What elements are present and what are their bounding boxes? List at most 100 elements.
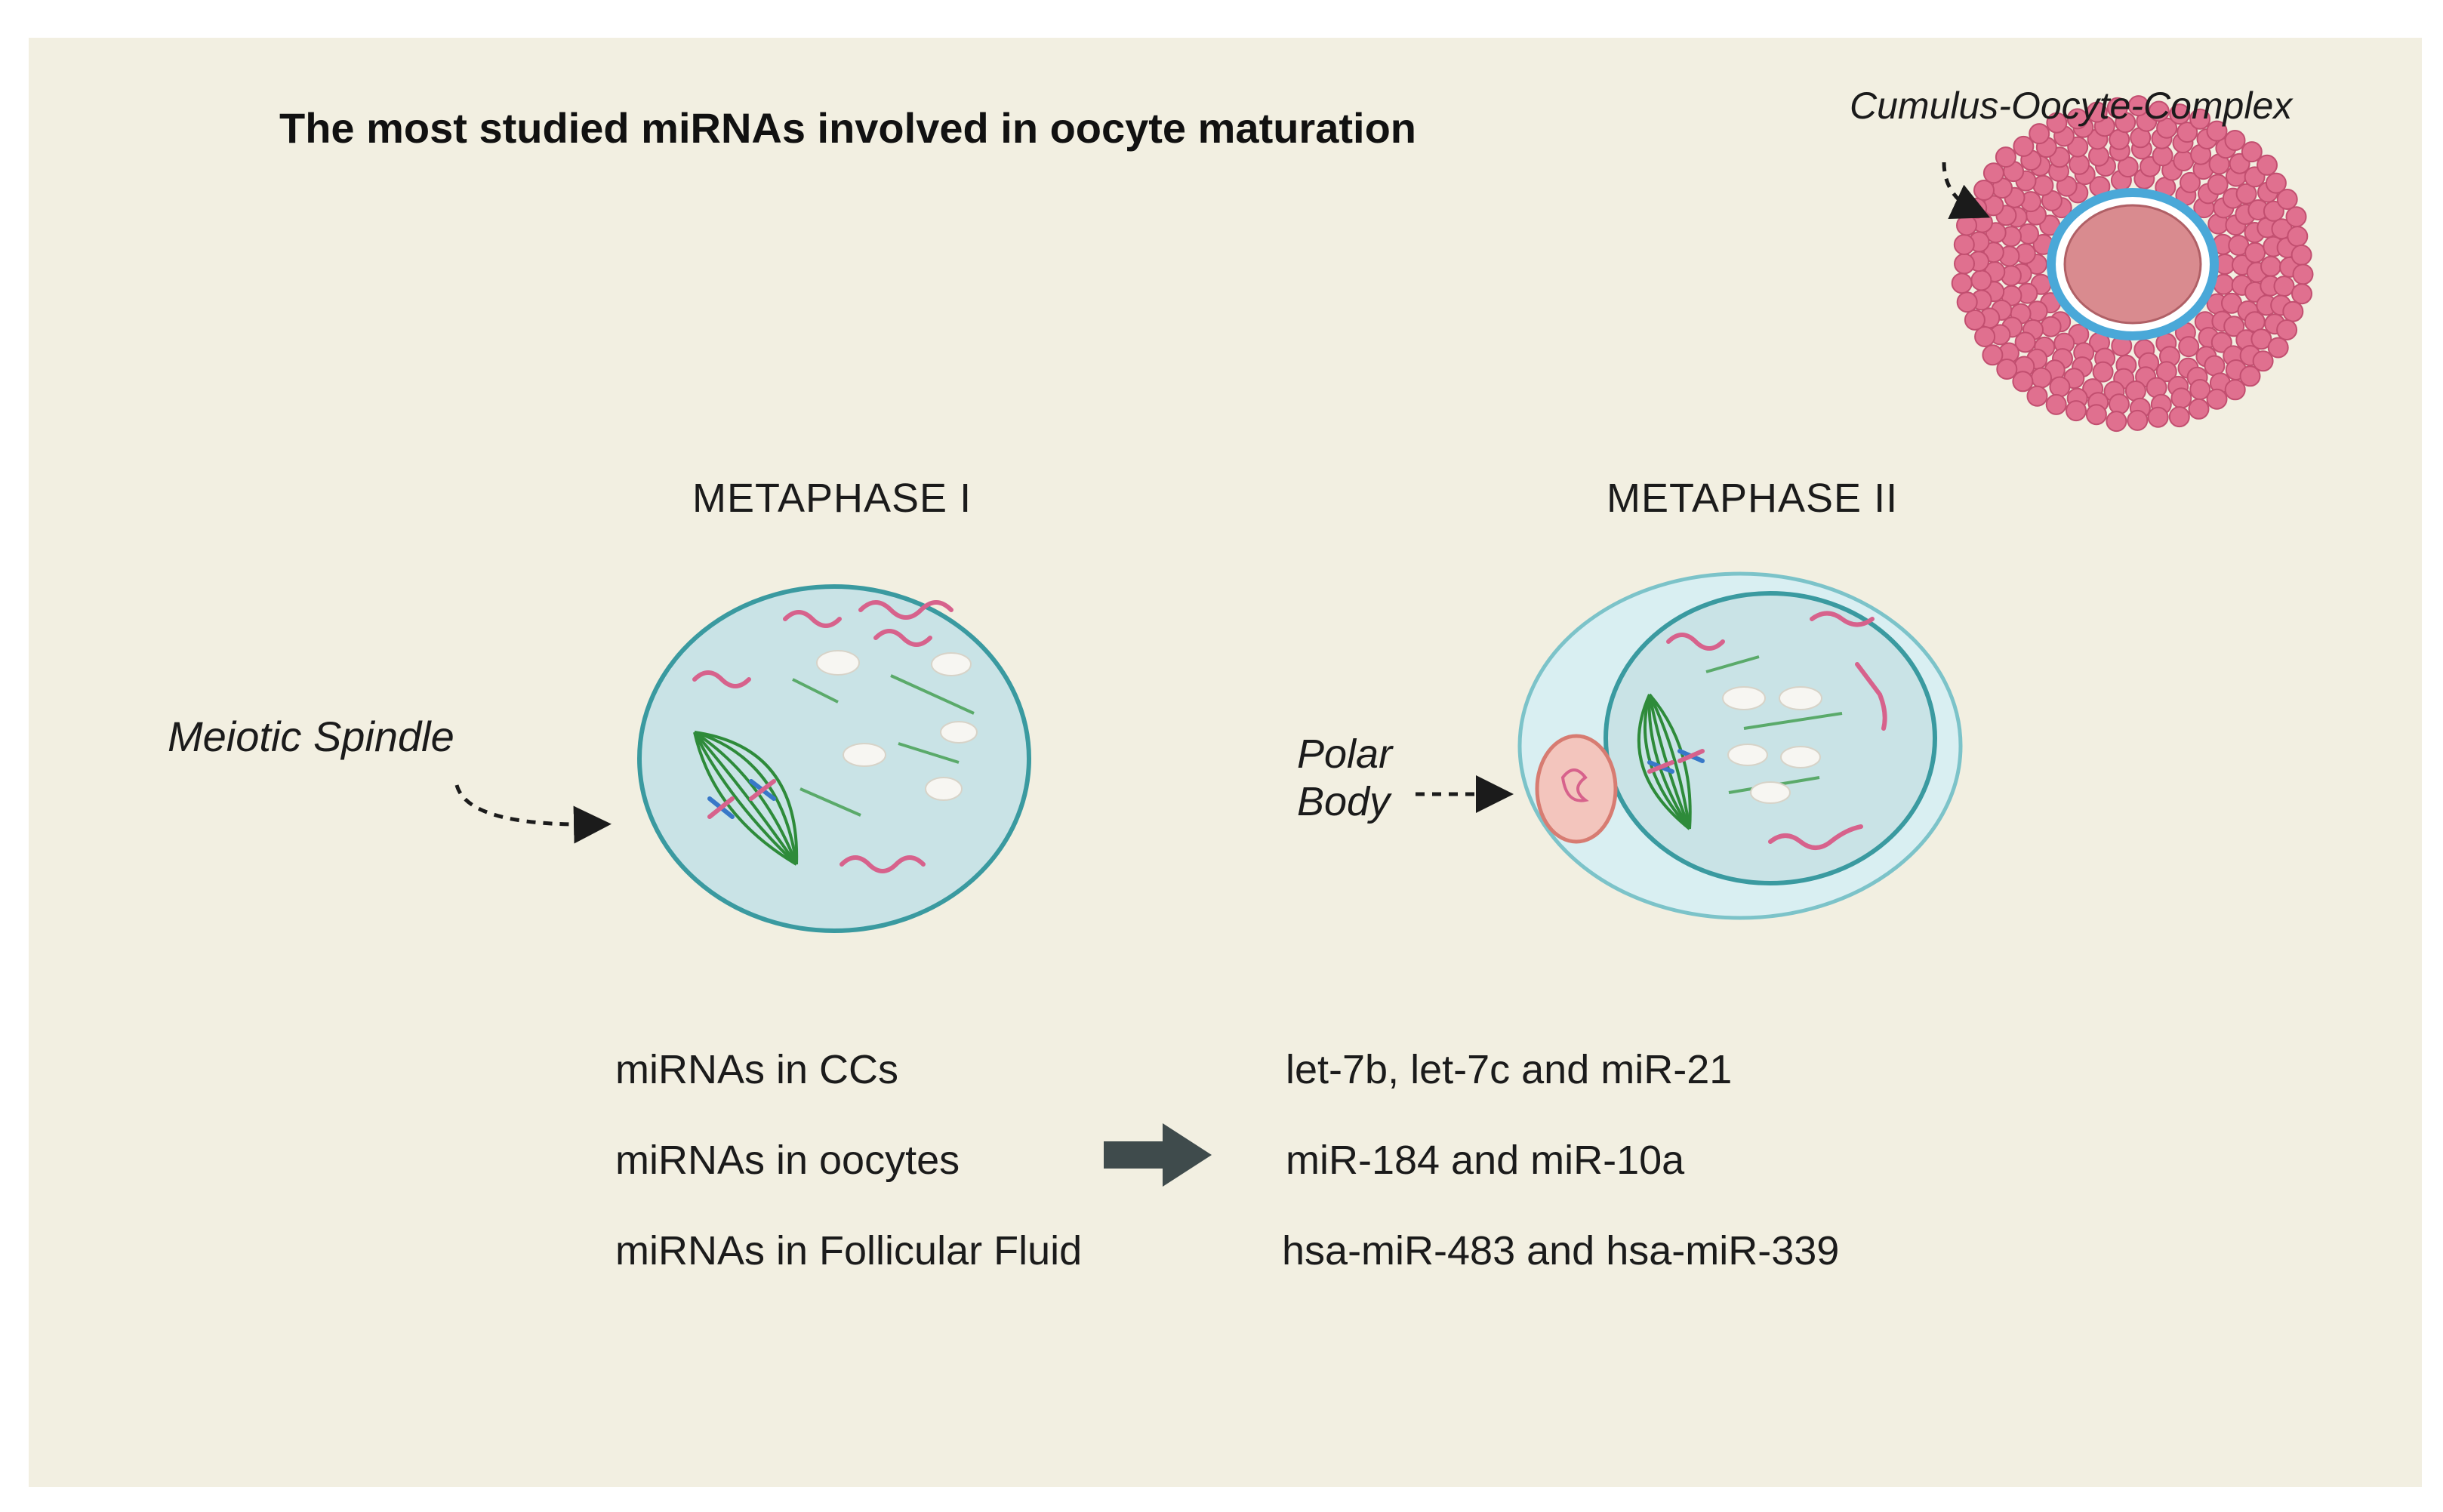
filament xyxy=(890,674,975,715)
cumulus-cell xyxy=(2026,385,2048,407)
rna-strand xyxy=(858,600,953,620)
cumulus-cell xyxy=(2066,400,2087,422)
cumulus-cell xyxy=(1951,273,1973,294)
cumulus-cell xyxy=(1973,180,1995,201)
cumulus-cell xyxy=(2085,404,2107,426)
cumulus-cell xyxy=(2210,331,2232,353)
mirna-source-ccs: miRNAs in CCs xyxy=(615,1047,899,1092)
chromosomes-2 xyxy=(1647,749,1705,774)
cumulus-cell xyxy=(2106,411,2127,433)
cumulus-cell xyxy=(2169,103,2191,125)
cumulus-cell xyxy=(2273,276,2295,297)
meiotic-spindle-pointer-arrow xyxy=(454,784,612,844)
cumulus-cell xyxy=(2257,154,2278,176)
vesicles xyxy=(816,650,978,801)
cumulus-cell xyxy=(2239,365,2261,387)
filament xyxy=(1743,712,1843,730)
cumulus-cell xyxy=(2177,122,2198,143)
rna-strand xyxy=(873,629,932,647)
cumulus-cell xyxy=(2170,387,2192,409)
cumulus-cell xyxy=(2282,300,2304,322)
cumulus-cell xyxy=(2168,406,2190,428)
vesicles xyxy=(1722,686,1822,804)
filament xyxy=(1705,655,1760,673)
cumulus-cell xyxy=(1982,162,2004,184)
cumulus-cell xyxy=(2206,120,2228,142)
meiotic-spindle xyxy=(693,731,799,866)
cumulus-cell xyxy=(1956,291,1978,313)
metaphase-1-label: METAPHASE I xyxy=(692,476,972,521)
cumulus-cell xyxy=(2207,174,2229,196)
cumulus-cell xyxy=(1954,253,1975,275)
mirna-source-follicular-fluid: miRNAs in Follicular Fluid xyxy=(615,1228,1083,1273)
cumulus-cell xyxy=(2029,123,2050,145)
chromosomes xyxy=(707,779,776,819)
cumulus-cell xyxy=(1953,234,1975,255)
cumulus-cell xyxy=(2263,200,2284,222)
cumulus-cell xyxy=(2155,361,2177,383)
cumulus-cell xyxy=(2018,223,2039,245)
filament xyxy=(792,678,839,704)
cumulus-cell xyxy=(2086,101,2108,123)
rna-strand xyxy=(1768,824,1863,850)
cumulus-cell xyxy=(2092,361,2114,383)
cumulus-cell xyxy=(2032,174,2054,196)
cumulus-cell xyxy=(2124,380,2146,402)
mirna-arrow xyxy=(1104,1123,1212,1187)
cumulus-cell xyxy=(2046,112,2068,134)
cumulus-cell xyxy=(2066,108,2088,130)
cumulus-cell xyxy=(2252,350,2274,372)
cumulus-cell xyxy=(2224,379,2246,401)
cumulus-cell xyxy=(2069,153,2090,175)
metaphase-1-oocyte xyxy=(637,584,1031,933)
cumulus-cell xyxy=(2265,172,2287,194)
cumulus-cell xyxy=(2223,316,2245,337)
cumulus-cell xyxy=(2127,95,2149,117)
cumulus-cell xyxy=(1996,359,2018,380)
cumulus-cell xyxy=(2148,100,2170,122)
cumulus-cell xyxy=(2291,283,2312,305)
coc-oocyte xyxy=(2063,204,2202,325)
cumulus-oocyte-complex xyxy=(1951,95,2314,433)
cumulus-cell xyxy=(2178,336,2200,358)
mirna-list-follicular-fluid: hsa-miR-483 and hsa-miR-339 xyxy=(1282,1228,1840,1273)
cumulus-cell xyxy=(1982,344,2004,366)
cumulus-cell xyxy=(2267,337,2289,359)
metaphase-2-oocyte xyxy=(1517,571,1963,920)
cumulus-cell xyxy=(2241,141,2263,163)
cumulus-cell xyxy=(2067,136,2089,158)
cumulus-cell xyxy=(2031,367,2052,389)
cumulus-cell xyxy=(2244,242,2266,263)
polar-body-label-line2: Body xyxy=(1297,779,1391,824)
meiotic-spindle-label: Meiotic Spindle xyxy=(168,713,454,760)
polar-body xyxy=(1535,734,1618,844)
figure-title: The most studied miRNAs involved in oocy… xyxy=(279,104,1416,152)
cumulus-cells xyxy=(1951,95,2314,433)
coc-pointer-arrow xyxy=(1942,162,1991,219)
polar-body-label-line1: Polar xyxy=(1297,731,1393,777)
cumulus-cell xyxy=(2276,189,2298,210)
coc-label: Cumulus-Oocyte-Complex xyxy=(1850,85,2293,127)
cumulus-cell xyxy=(2287,226,2309,248)
cumulus-cell xyxy=(2276,319,2298,340)
cumulus-cell xyxy=(2189,108,2211,130)
cumulus-cell xyxy=(2244,311,2266,333)
rna-strand xyxy=(839,855,926,873)
mirna-source-oocytes: miRNAs in oocytes xyxy=(615,1138,960,1183)
cumulus-cell xyxy=(2127,409,2149,431)
cumulus-cell xyxy=(2291,244,2312,266)
cumulus-cell xyxy=(2206,388,2228,410)
cumulus-cell xyxy=(2224,130,2246,151)
cumulus-cell xyxy=(2049,376,2071,398)
cumulus-cell xyxy=(2045,393,2067,415)
cumulus-cell xyxy=(1964,309,1986,331)
cumulus-cell xyxy=(2235,183,2257,205)
rna-strand xyxy=(1855,662,1887,731)
cumulus-cell xyxy=(1956,214,1977,236)
cumulus-cell xyxy=(2106,97,2128,119)
cumulus-cell xyxy=(2147,406,2169,428)
cumulus-cell xyxy=(2040,316,2062,337)
cumulus-cell xyxy=(1974,326,1996,347)
filament xyxy=(799,787,861,817)
